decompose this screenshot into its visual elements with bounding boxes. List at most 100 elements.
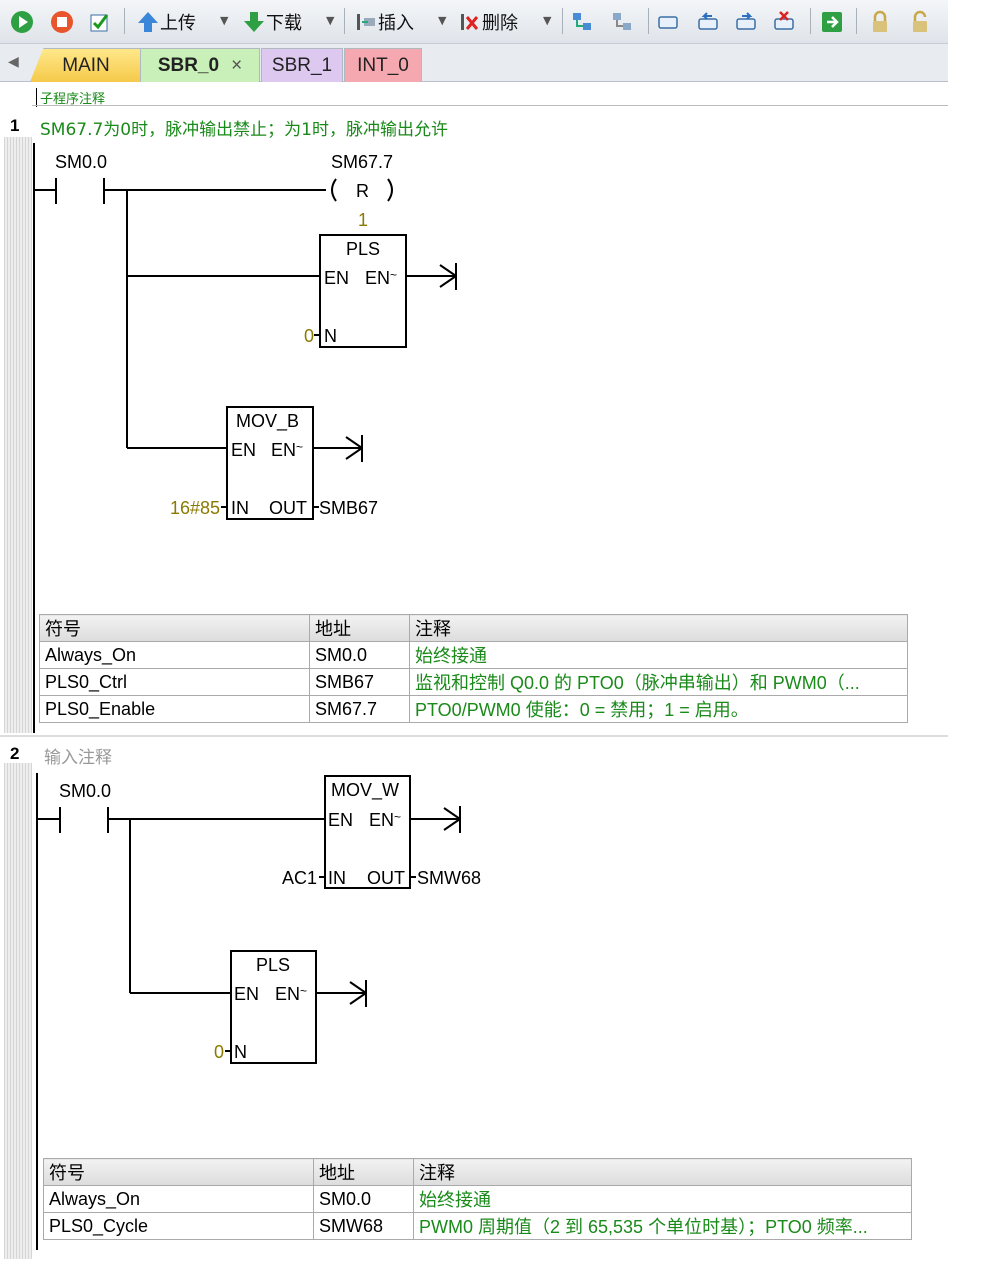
tab-scroll-left-icon[interactable]: ◀ (8, 54, 19, 70)
column-header-address: 地址 (309, 614, 410, 642)
download-label: 下载 (266, 13, 302, 34)
address-cell[interactable]: SM67.7 (309, 695, 410, 723)
branch-right-icon (736, 12, 756, 30)
tab-close-icon[interactable]: × (231, 54, 243, 76)
symbol-cell[interactable]: Always_On (43, 1185, 314, 1213)
table-row[interactable]: PLS0_Cycle SMW68 PWM0 周期值（2 到 65,535 个单位… (43, 1212, 912, 1240)
stop-button[interactable] (50, 8, 74, 36)
symbol-cell[interactable]: PLS0_Ctrl (39, 668, 310, 696)
tab-main[interactable]: MAIN (30, 48, 142, 82)
box-delete-icon (774, 11, 794, 30)
box-button[interactable] (656, 8, 680, 36)
symbol-cell[interactable]: Always_On (39, 641, 310, 669)
subroutine-comment[interactable]: 子程序注释 (36, 88, 105, 107)
table-row[interactable]: PLS0_Ctrl SMB67 监视和控制 Q0.0 的 PTO0（脉冲串输出）… (39, 668, 908, 696)
download-button[interactable]: 下载 (242, 8, 302, 36)
network-2-contact-address[interactable]: SM0.0 (59, 781, 112, 801)
stop-icon (51, 11, 73, 33)
network-1-comment[interactable]: SM67.7为0时，脉冲输出禁止；为1时，脉冲输出允许 (40, 120, 448, 140)
symbol-cell[interactable]: PLS0_Cycle (43, 1212, 314, 1240)
tab-sbr0[interactable]: SBR_0 × (140, 48, 260, 82)
run-icon (11, 11, 33, 33)
upload-label: 上传 (160, 13, 196, 34)
network-insert-button[interactable] (570, 8, 594, 36)
network-1-contact-address[interactable]: SM0.0 (55, 152, 108, 172)
network-1-mov-out-value[interactable]: SMB67 (319, 498, 379, 518)
box-delete-button[interactable] (772, 8, 796, 36)
delete-dropdown-icon[interactable]: ▼ (543, 14, 552, 27)
network-1-mov-en: EN (231, 440, 257, 460)
comment-cell[interactable]: PTO0/PWM0 使能：0 = 禁用；1 = 启用。 (409, 695, 908, 723)
delete-button[interactable]: 删除 (458, 8, 518, 36)
network-2-pls-eno: EN~ (275, 984, 308, 1004)
network-2-number: 2 (10, 744, 20, 763)
network-2-mov-eno: EN~ (369, 810, 402, 830)
insert-button[interactable]: 插入 (354, 8, 414, 36)
network-2-mov-out-value[interactable]: SMW68 (417, 868, 482, 888)
tab-sbr1-label: SBR_1 (271, 54, 333, 76)
network-icon (573, 13, 591, 30)
insert-dropdown-icon[interactable]: ▼ (438, 14, 447, 27)
ladder-editor: 子程序注释 1 SM67.7为0时，脉冲输出禁止；为1时，脉冲输出允许 2 输入… (0, 83, 948, 1270)
network-2-pls-n-value[interactable]: 0 (214, 1042, 225, 1062)
network-2-mov-en: EN (328, 810, 354, 830)
network-delete-button[interactable] (610, 8, 634, 36)
upload-dropdown-icon[interactable]: ▼ (220, 14, 229, 27)
tab-int0-label: INT_0 (357, 54, 409, 76)
address-cell[interactable]: SM0.0 (309, 641, 410, 669)
lock-button[interactable] (868, 8, 892, 36)
network-1-symbol-table: 符号 地址 注释 Always_On SM0.0 始终接通 PLS0_Ctrl … (39, 614, 908, 723)
upload-button[interactable]: 上传 (136, 8, 196, 36)
tab-main-label: MAIN (62, 54, 110, 76)
symbol-cell[interactable]: PLS0_Enable (39, 695, 310, 723)
table-row[interactable]: Always_On SM0.0 始终接通 (39, 641, 908, 669)
delete-label: 删除 (482, 13, 518, 34)
comment-cell[interactable]: 始终接通 (413, 1185, 912, 1213)
network-2-mov-in-label: IN (328, 868, 346, 888)
comment-cell[interactable]: 始终接通 (409, 641, 908, 669)
branch-left-button[interactable] (696, 8, 720, 36)
network-2-pls-en: EN (234, 984, 260, 1004)
network-1-mov-in-value[interactable]: 16#85 (170, 498, 221, 518)
insert-icon (357, 14, 375, 30)
network-branch-icon (613, 13, 631, 30)
network-1-mov-title: MOV_B (236, 411, 300, 431)
goto-icon (822, 12, 842, 32)
tab-sbr1[interactable]: SBR_1 (261, 48, 343, 82)
comment-cell[interactable]: 监视和控制 Q0.0 的 PTO0（脉冲串输出）和 PWM0（... (409, 668, 908, 696)
download-dropdown-icon[interactable]: ▼ (326, 14, 335, 27)
network-1-coil-type[interactable]: R (356, 181, 369, 201)
network-2-mov-in-value[interactable]: AC1 (282, 868, 318, 888)
tab-sbr0-label: SBR_0 (157, 54, 220, 76)
network-2-mov-out-label: OUT (367, 868, 405, 888)
run-button[interactable] (10, 8, 34, 36)
goto-button[interactable] (820, 8, 844, 36)
network-1-coil-address[interactable]: SM67.7 (331, 152, 394, 172)
toolbar: 上传 ▼ 下载 ▼ 插入 ▼ 删除 ▼ (0, 0, 948, 44)
compile-button[interactable] (88, 8, 112, 36)
tab-int0[interactable]: INT_0 (344, 48, 422, 82)
address-cell[interactable]: SM0.0 (313, 1185, 414, 1213)
network-1-mov-out-label: OUT (269, 498, 307, 518)
network-2-comment[interactable]: 输入注释 (44, 748, 112, 768)
delete-icon (461, 14, 479, 30)
network-2-symbol-table: 符号 地址 注释 Always_On SM0.0 始终接通 PLS0_Cycle… (43, 1158, 912, 1240)
table-header-row: 符号 地址 注释 (39, 614, 908, 642)
column-header-address: 地址 (313, 1158, 414, 1186)
branch-right-button[interactable] (734, 8, 758, 36)
network-1-pls-n-value[interactable]: 0 (304, 326, 315, 346)
compile-icon (90, 14, 109, 32)
network-1-coil-count[interactable]: 1 (358, 210, 369, 230)
network-1-number: 1 (10, 116, 20, 135)
table-row[interactable]: Always_On SM0.0 始终接通 (43, 1185, 912, 1213)
address-cell[interactable]: SMB67 (309, 668, 410, 696)
network-1-pls-eno: EN~ (365, 268, 398, 288)
address-cell[interactable]: SMW68 (313, 1212, 414, 1240)
table-row[interactable]: PLS0_Enable SM67.7 PTO0/PWM0 使能：0 = 禁用；1… (39, 695, 908, 723)
network-2-gutter (4, 739, 32, 1259)
lock-icon (873, 10, 887, 32)
tab-bar: ◀ MAIN SBR_0 × SBR_1 INT_0 (0, 44, 948, 82)
comment-cell[interactable]: PWM0 周期值（2 到 65,535 个单位时基）；PTO0 频率... (413, 1212, 912, 1240)
unlock-button[interactable] (908, 8, 932, 36)
column-header-symbol: 符号 (39, 614, 310, 642)
